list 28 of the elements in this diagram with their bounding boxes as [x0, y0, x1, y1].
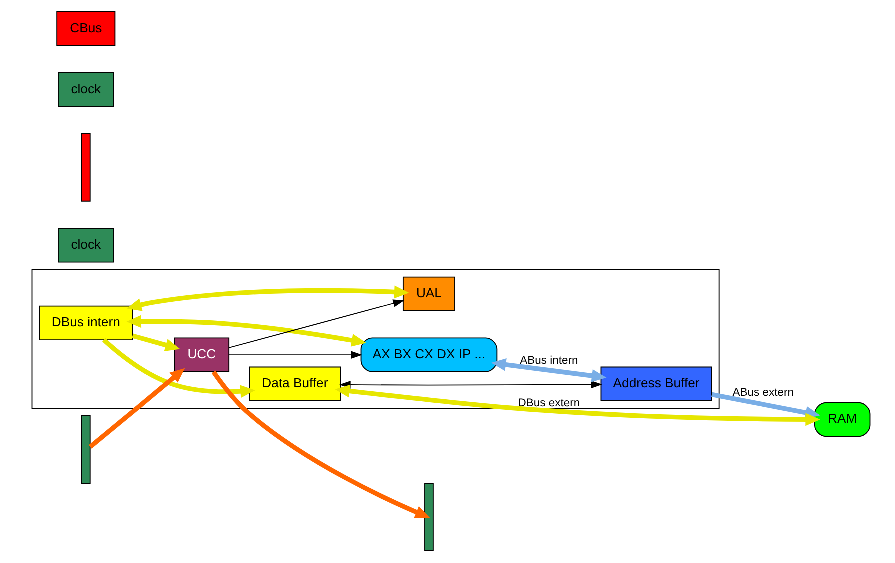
- arrow: [491, 358, 607, 382]
- node-box: UCC: [174, 338, 230, 372]
- arrow: [228, 351, 362, 360]
- arrow: [212, 370, 430, 518]
- arrow: [126, 286, 410, 312]
- edge-label: ABus extern: [732, 386, 794, 399]
- node-box: RAM: [814, 402, 871, 438]
- node-box: UAL: [402, 276, 456, 312]
- node-box: clock: [58, 72, 114, 108]
- node-box: Address Buffer: [600, 366, 712, 402]
- arrow: [335, 384, 820, 426]
- node-box: clock: [58, 228, 114, 263]
- arrow: [712, 392, 820, 420]
- node-box: Data Buffer: [249, 366, 342, 402]
- node-box: CBus: [56, 12, 116, 46]
- node-box: DBus intern: [39, 306, 134, 341]
- arrow: [132, 334, 180, 352]
- node-brace: [424, 483, 434, 552]
- arrow: [102, 338, 256, 398]
- node-brace: [81, 416, 91, 484]
- arrow: [126, 315, 367, 347]
- arrow: [88, 368, 186, 449]
- edge-label: ABus intern: [520, 355, 578, 368]
- node-brace: [81, 133, 91, 202]
- edge-label: DBus extern: [518, 397, 580, 410]
- arrow: [228, 300, 405, 348]
- cluster: [32, 269, 720, 409]
- node-box: AX BX CX DX IP ...: [360, 338, 498, 372]
